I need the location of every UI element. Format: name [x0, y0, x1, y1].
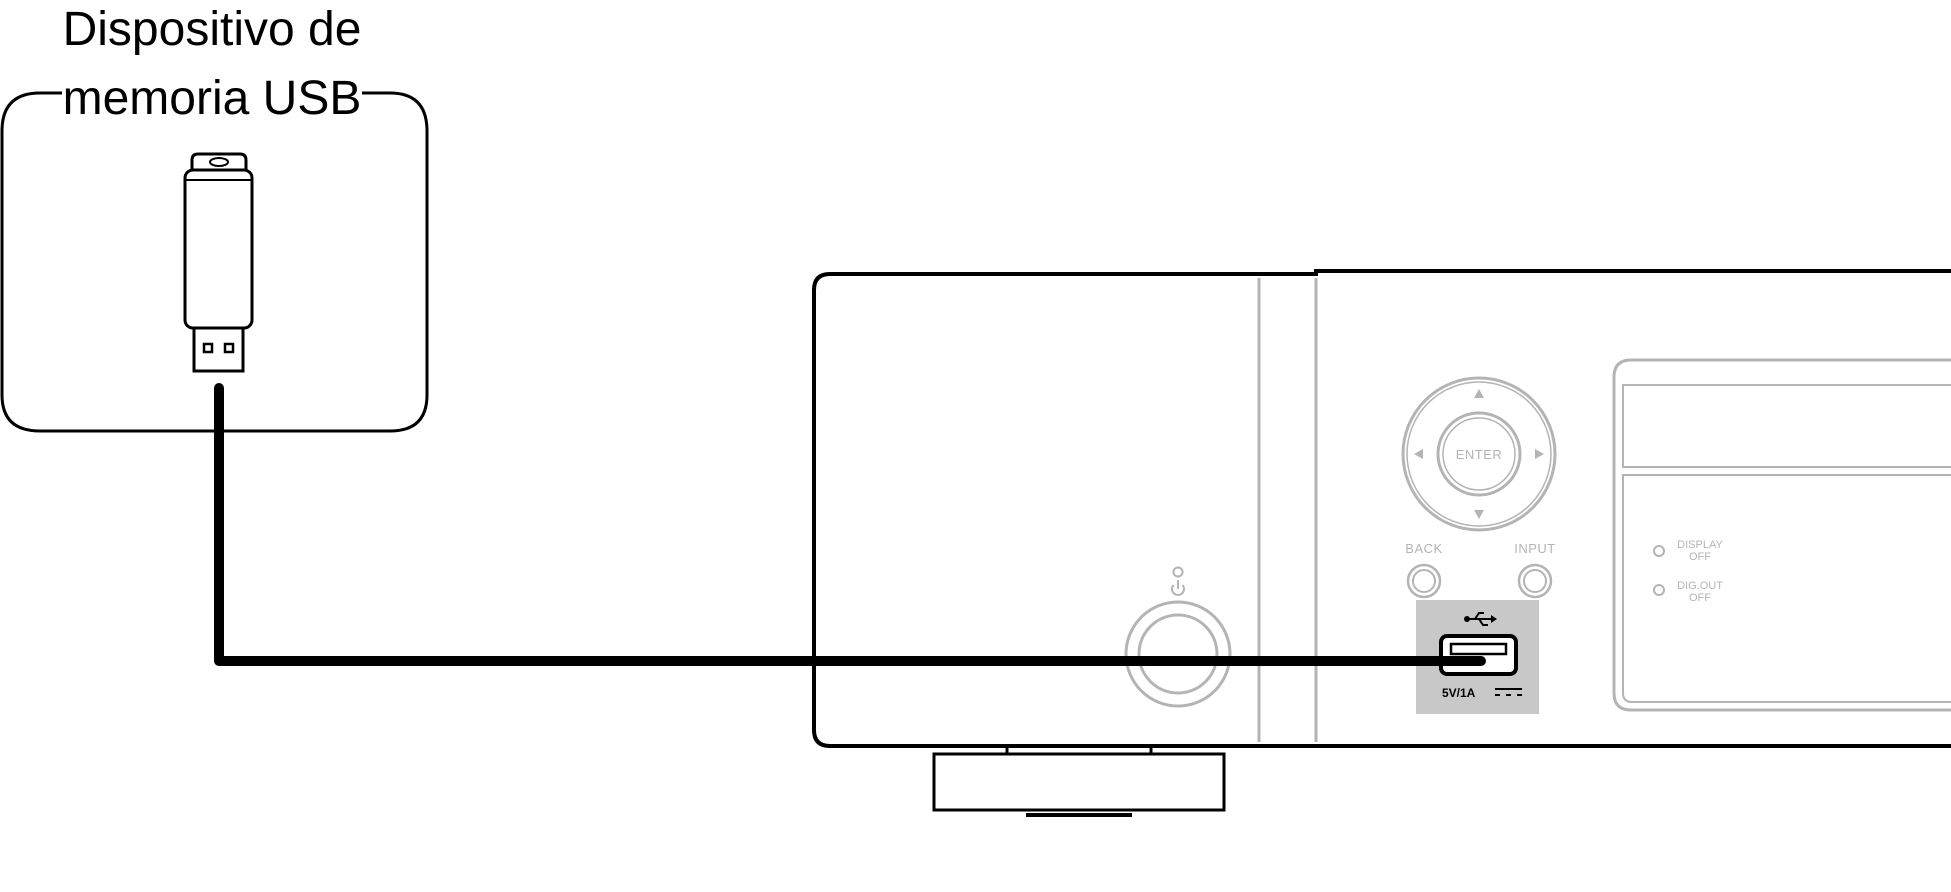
dig-out-off-label-line-2: OFF: [1689, 592, 1711, 604]
display-window-outer: [1612, 358, 1951, 712]
usb-rating-label: 5V/1A: [1442, 686, 1476, 700]
display-off-label-line-1: DISPLAY: [1677, 539, 1723, 551]
dc-current-icon: [1495, 688, 1522, 696]
power-indicator-icon: [1171, 566, 1185, 596]
usb-stick-icon: [183, 152, 254, 373]
cursor-pad[interactable]: [1401, 376, 1557, 532]
player-unit: ENTER BACK INPUT 5V/1A: [812, 269, 1951, 817]
usb-port[interactable]: [1439, 634, 1518, 676]
cursor-down-icon[interactable]: [1474, 510, 1484, 519]
unit-body: [812, 269, 1951, 748]
back-label: BACK: [1405, 541, 1442, 556]
dig-out-off-led: [1653, 584, 1665, 596]
unit-foot: [932, 752, 1226, 812]
usb-icon: [1464, 612, 1497, 626]
display-window-inner: [1622, 384, 1951, 468]
back-button[interactable]: [1406, 563, 1442, 599]
input-button[interactable]: [1517, 563, 1553, 599]
cursor-up-icon[interactable]: [1474, 389, 1484, 398]
display-off-led: [1653, 545, 1665, 557]
display-off-label-line-2: OFF: [1689, 551, 1711, 563]
enter-button[interactable]: ENTER: [1436, 411, 1522, 497]
dig-out-off-label-line-1: DIG.OUT: [1677, 580, 1723, 592]
enter-label: ENTER: [1456, 447, 1503, 462]
usb-device-callout: Dispositivo de memoria USB: [0, 3, 429, 433]
input-label: INPUT: [1514, 541, 1556, 556]
power-button[interactable]: [1124, 600, 1232, 708]
cursor-right-icon[interactable]: [1535, 449, 1544, 459]
callout-title-line-1: Dispositivo de: [63, 3, 362, 56]
usb-connection-cable: [214, 383, 1486, 666]
display-lower-area: [1622, 474, 1951, 703]
callout-title-line-2: memoria USB: [63, 72, 362, 125]
cursor-left-icon[interactable]: [1414, 449, 1423, 459]
